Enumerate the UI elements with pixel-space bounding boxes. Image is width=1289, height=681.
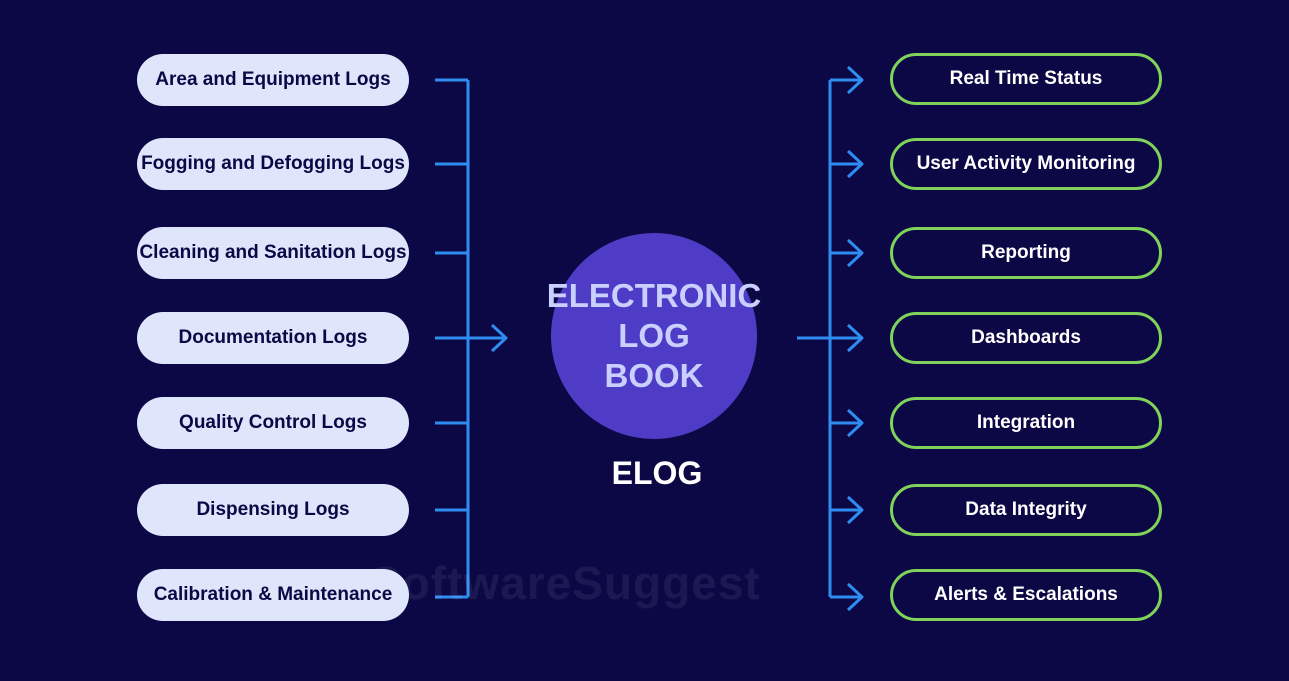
hub-caption: ELOG bbox=[611, 455, 703, 491]
right-arrowhead-5 bbox=[846, 408, 864, 438]
left-item-dispensing-logs: Dispensing Logs bbox=[137, 484, 409, 536]
left-item-cleaning-sanitation-logs: Cleaning and Sanitation Logs bbox=[137, 227, 409, 279]
right-item-reporting: Reporting bbox=[890, 227, 1162, 279]
right-arrowhead-2 bbox=[846, 149, 864, 179]
right-item-real-time-status: Real Time Status bbox=[890, 53, 1162, 105]
hub-line-3: BOOK bbox=[604, 357, 704, 394]
hub-circle: ELECTRONIC LOG BOOK bbox=[547, 233, 761, 439]
left-item-fogging-defogging-logs: Fogging and Defogging Logs bbox=[137, 138, 409, 190]
right-arrowhead-7 bbox=[846, 582, 864, 612]
hub-line-2: LOG bbox=[618, 317, 690, 354]
hub-line-1: ELECTRONIC bbox=[546, 277, 762, 314]
right-arrowhead-6 bbox=[846, 495, 864, 525]
right-item-integration: Integration bbox=[890, 397, 1162, 449]
right-arrowhead-4 bbox=[846, 323, 864, 353]
right-arrowhead-1 bbox=[846, 65, 864, 95]
right-item-dashboards: Dashboards bbox=[890, 312, 1162, 364]
left-to-hub-arrowhead bbox=[490, 323, 508, 353]
left-item-quality-control-logs: Quality Control Logs bbox=[137, 397, 409, 449]
left-item-documentation-logs: Documentation Logs bbox=[137, 312, 409, 364]
right-item-user-activity-monitoring: User Activity Monitoring bbox=[890, 138, 1162, 190]
watermark: SoftwareSuggest bbox=[370, 557, 761, 609]
right-item-alerts-escalations: Alerts & Escalations bbox=[890, 569, 1162, 621]
right-item-data-integrity: Data Integrity bbox=[890, 484, 1162, 536]
left-item-area-equipment-logs: Area and Equipment Logs bbox=[137, 54, 409, 106]
left-item-calibration-maintenance: Calibration & Maintenance bbox=[137, 569, 409, 621]
right-arrowhead-3 bbox=[846, 238, 864, 268]
